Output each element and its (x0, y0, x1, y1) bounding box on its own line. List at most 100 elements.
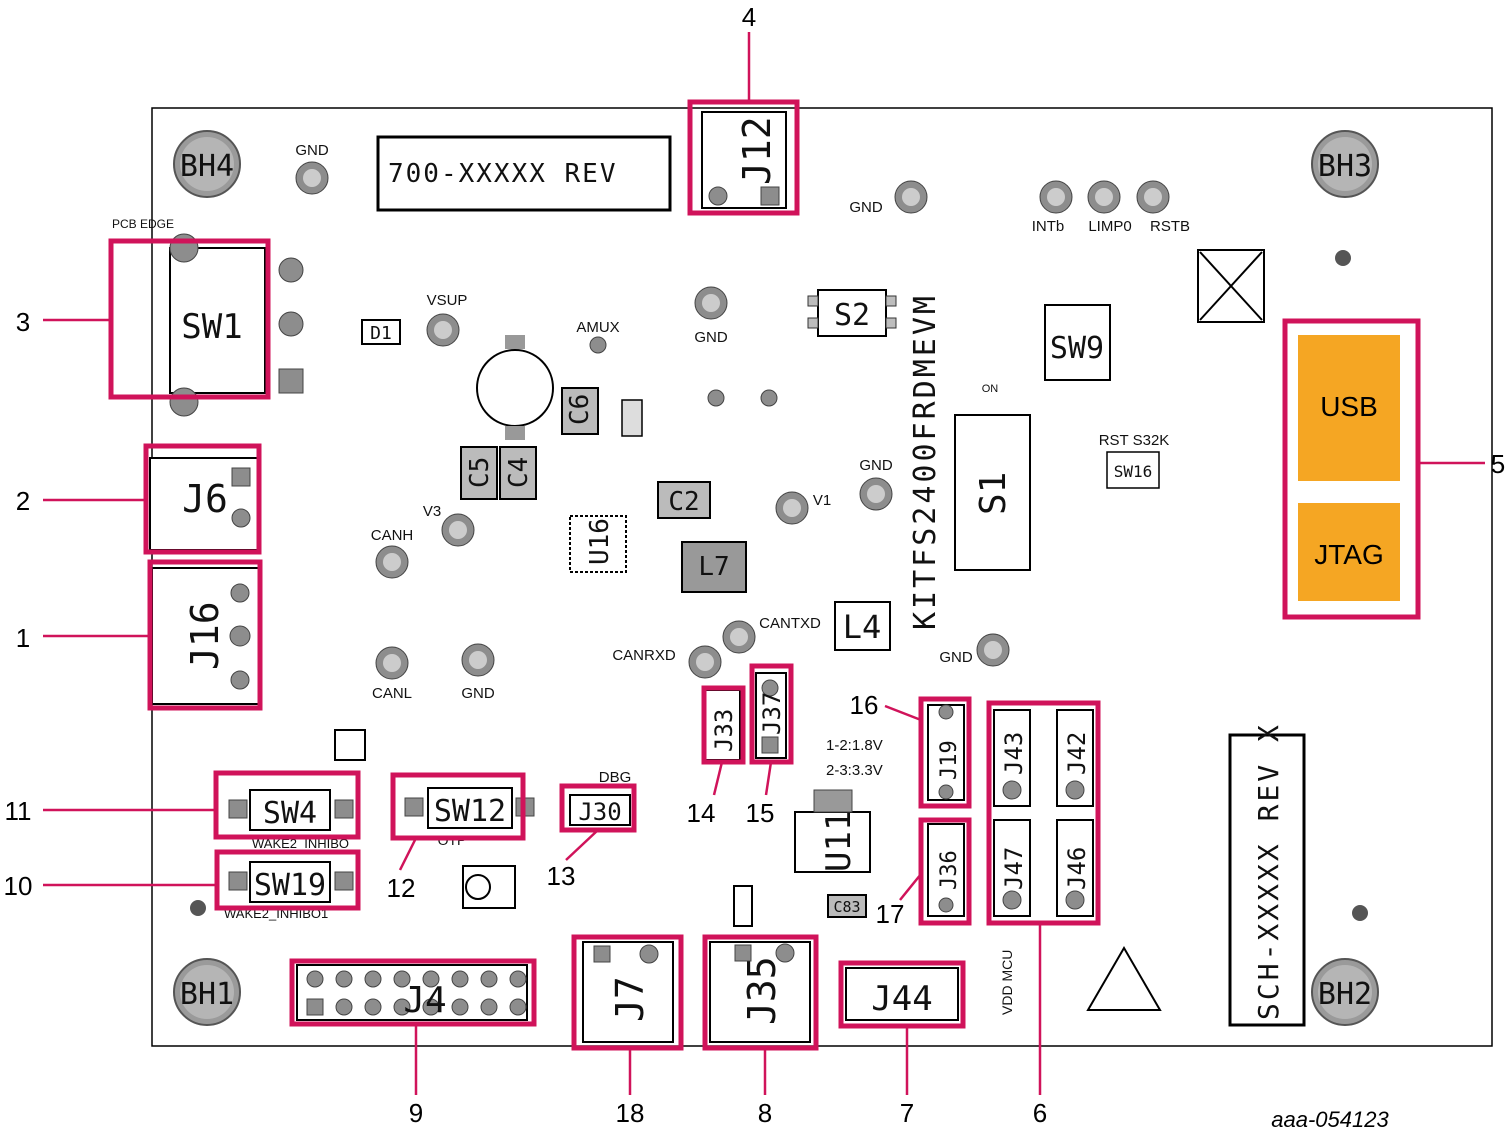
leader-lines (43, 32, 1485, 1095)
j7-designator: J7 (608, 976, 652, 1022)
pcb-edge-label-sw1: PCB EDGE (112, 217, 174, 231)
callout-16: 16 (850, 690, 879, 720)
callout-1: 1 (16, 623, 30, 653)
j42-designator: J42 (1063, 732, 1091, 775)
jumper-note-1: 1-2:1.8V (826, 737, 883, 754)
j6-designator: J6 (182, 477, 228, 521)
u16-body (569, 515, 627, 573)
callout-17: 17 (876, 899, 905, 929)
highlight-j4 (289, 958, 537, 1027)
sw12-body (427, 787, 513, 829)
mounting-hole-bh3: BH3 (1311, 130, 1379, 198)
highlight-usb-jtag (1282, 318, 1421, 620)
tp25-gnd-label: GND (859, 457, 893, 474)
tp12-gnd-label: GND (694, 329, 728, 346)
usb-label: USB (1320, 391, 1378, 422)
c6-body (561, 387, 599, 435)
esd-symbol (1086, 946, 1162, 1011)
mounting-hole-bh1: BH1 (173, 958, 241, 1026)
test-point-labels: GND GND VSUP AMUX GND CANH V3 CANL GND G… (112, 142, 1190, 1015)
callout-10: 10 (4, 871, 33, 901)
callout-14: 14 (687, 798, 716, 828)
highlight-boxes (108, 99, 1421, 1051)
vdd-mcu-label: VDD MCU (999, 950, 1015, 1015)
callout-5: 5 (1491, 449, 1505, 479)
j37-designator: J37 (758, 692, 786, 735)
u11-body (794, 811, 871, 873)
rst-s32k-label: RST S32K (1099, 432, 1170, 449)
part-number-text: 700-XXXXX REV (388, 159, 618, 189)
j19-designator: J19 (937, 740, 962, 780)
c1-body (621, 399, 643, 437)
j44-designator: J44 (871, 979, 932, 1019)
c5-body (460, 446, 498, 500)
callout-4: 4 (742, 2, 756, 32)
sw19-body (249, 861, 331, 903)
highlight-sw19 (214, 849, 361, 911)
limp0-label: LIMP0 (1088, 218, 1131, 235)
c83-body (827, 894, 867, 918)
callout-2: 2 (16, 486, 30, 516)
tp21-gnd-label: GND (939, 649, 973, 666)
highlight-j19 (918, 696, 972, 809)
sw19-designator: SW19 (254, 868, 326, 903)
tp16-gnd-label: GND (295, 142, 329, 159)
canrxd-label: CANRXD (612, 647, 676, 664)
highlight-j43-j42-j47-j46 (986, 700, 1101, 926)
c4-body (499, 446, 537, 500)
j44-body (845, 967, 959, 1021)
weee-symbol (1197, 249, 1265, 323)
callout-3: 3 (16, 307, 30, 337)
sw4-designator: SW4 (263, 796, 317, 831)
schematic-text: SCH-XXXXX REV X (1252, 722, 1285, 1020)
s1-designator: S1 (973, 472, 1014, 515)
on-label: ON (982, 383, 999, 395)
callout-13: 13 (547, 861, 576, 891)
sw1-designator: SW1 (181, 307, 242, 347)
callout-9: 9 (409, 1098, 423, 1128)
part-number-box (376, 135, 672, 212)
j30-body (569, 794, 631, 826)
mounting-hole-bh2: BH2 (1311, 958, 1379, 1026)
figure-id: aaa-054123 (1271, 1107, 1389, 1132)
callout-12: 12 (387, 873, 416, 903)
callout-15: 15 (746, 798, 775, 828)
bh4-label: BH4 (180, 149, 234, 184)
c83-designator: C83 (833, 898, 860, 916)
callout-7: 7 (900, 1098, 914, 1128)
c2-designator: C2 (668, 487, 699, 517)
tp2-gnd-label: GND (849, 199, 883, 216)
rstb-label: RSTB (1150, 218, 1190, 235)
tp4-v1-label: V1 (813, 492, 831, 509)
d1-designator: D1 (370, 323, 392, 344)
sw12-designator: SW12 (434, 794, 506, 829)
tp9-gnd-label: GND (461, 685, 495, 702)
bh1-label: BH1 (180, 977, 234, 1012)
s2-body (817, 289, 887, 337)
sw1-body (169, 247, 266, 394)
jtag-label: JTAG (1314, 539, 1383, 570)
j46-designator: J46 (1063, 847, 1091, 890)
highlight-j36 (918, 817, 972, 926)
board-name-text: KITFS2400FRDMEVM (908, 293, 943, 630)
test-points (190, 161, 1368, 921)
l7-designator: L7 (698, 552, 729, 582)
callout-6: 6 (1033, 1098, 1047, 1128)
tp6-canh-label: CANH (371, 527, 414, 544)
s1-body (954, 414, 1031, 571)
j36-designator: J36 (937, 850, 962, 890)
c2-body (657, 481, 711, 519)
d1-body (361, 319, 401, 345)
l4-body (834, 601, 891, 651)
tp5-amux-label: AMUX (576, 319, 619, 336)
c5-designator: C5 (465, 457, 495, 488)
j19-body (927, 704, 965, 801)
u11-designator: U11 (819, 811, 859, 872)
u7-body (334, 729, 366, 761)
c6-designator: C6 (565, 394, 595, 425)
dbg-label: DBG (599, 769, 632, 786)
j33-body (704, 689, 741, 761)
j16-designator: J16 (183, 601, 227, 670)
j4-header (296, 964, 528, 1021)
